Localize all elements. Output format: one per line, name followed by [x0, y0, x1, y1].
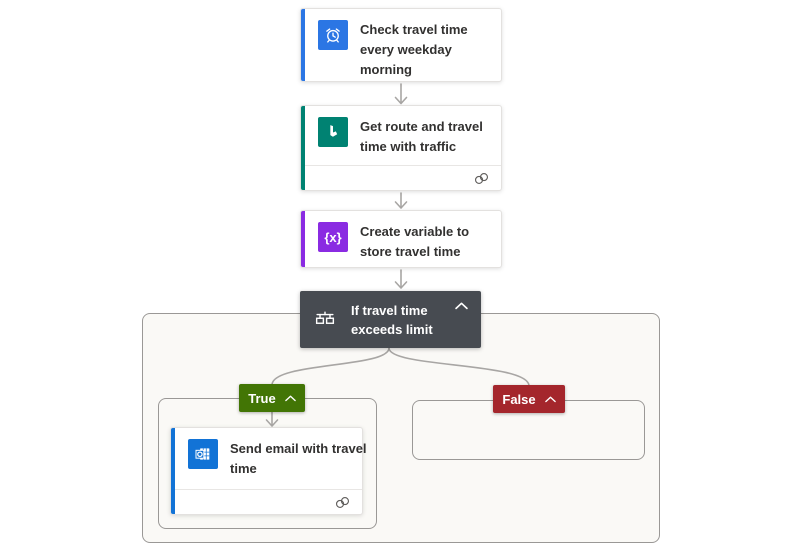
- card-accent-bar: [171, 428, 175, 514]
- variable-icon: {x}: [318, 222, 348, 252]
- connection-rings-icon: [473, 172, 490, 185]
- chevron-up-icon[interactable]: [544, 396, 556, 403]
- card-title: Send email with travel time: [230, 437, 367, 479]
- true-branch-badge[interactable]: True: [239, 384, 305, 412]
- card-accent-bar: [301, 106, 305, 190]
- bing-maps-action-card[interactable]: Get route and travel time with traffic: [300, 105, 502, 191]
- card-content: {x} Create variable to store travel time: [305, 211, 501, 267]
- variable-glyph: {x}: [324, 229, 342, 245]
- condition-card[interactable]: If travel time exceeds limit: [300, 291, 481, 348]
- outlook-icon: [188, 439, 218, 469]
- connection-footer: [305, 165, 501, 190]
- card-title-line: Send email with travel: [230, 441, 367, 456]
- connector-variable-to-condition: [394, 269, 408, 289]
- condition-branch-icon: [312, 307, 338, 333]
- connection-rings-icon: [334, 496, 351, 509]
- trigger-card-check-travel-time[interactable]: Check travel time every weekday morning: [300, 8, 502, 82]
- card-title-line: Check travel time: [360, 22, 468, 37]
- connector-bing-to-variable: [394, 192, 408, 209]
- card-title: Check travel time every weekday morning: [360, 18, 468, 80]
- chevron-up-icon[interactable]: [455, 302, 468, 310]
- card-content: Send email with travel time: [175, 428, 367, 514]
- card-title: Create variable to store travel time: [360, 220, 469, 262]
- card-content: Get route and travel time with traffic: [305, 106, 501, 190]
- card-title-line: time with traffic: [360, 139, 457, 154]
- initialize-variable-card[interactable]: {x} Create variable to store travel time: [300, 210, 502, 268]
- card-title-line: every weekday: [360, 42, 452, 57]
- card-title-line: morning: [360, 62, 412, 77]
- card-title: Get route and travel time with traffic: [360, 115, 483, 157]
- chevron-up-icon[interactable]: [284, 395, 296, 402]
- card-title-line: Create variable to: [360, 224, 470, 239]
- card-content: Check travel time every weekday morning: [305, 9, 501, 81]
- card-accent-bar: [301, 9, 305, 81]
- false-branch-badge[interactable]: False: [493, 385, 565, 413]
- card-accent-bar: [301, 211, 305, 267]
- true-branch-label: True: [248, 390, 276, 406]
- bing-maps-icon: [318, 117, 348, 147]
- send-email-card[interactable]: Send email with travel time: [170, 427, 367, 515]
- connection-footer: [175, 489, 362, 514]
- card-header: Send email with travel time: [175, 428, 367, 483]
- card-title-line: time: [230, 461, 257, 476]
- connector-trigger-to-bing: [394, 83, 408, 105]
- card-title-line: store travel time: [360, 244, 461, 259]
- card-header: Get route and travel time with traffic: [305, 106, 501, 161]
- card-title-line: Get route and travel: [360, 119, 483, 134]
- condition-title: If travel time exceeds limit: [351, 301, 433, 339]
- condition-title-line: exceeds limit: [351, 321, 433, 337]
- false-branch-label: False: [502, 391, 536, 407]
- card-header: {x} Create variable to store travel time: [305, 211, 501, 266]
- condition-title-line: If travel time: [351, 302, 428, 318]
- card-header: Check travel time every weekday morning: [305, 9, 501, 84]
- alarm-clock-icon: [318, 20, 348, 50]
